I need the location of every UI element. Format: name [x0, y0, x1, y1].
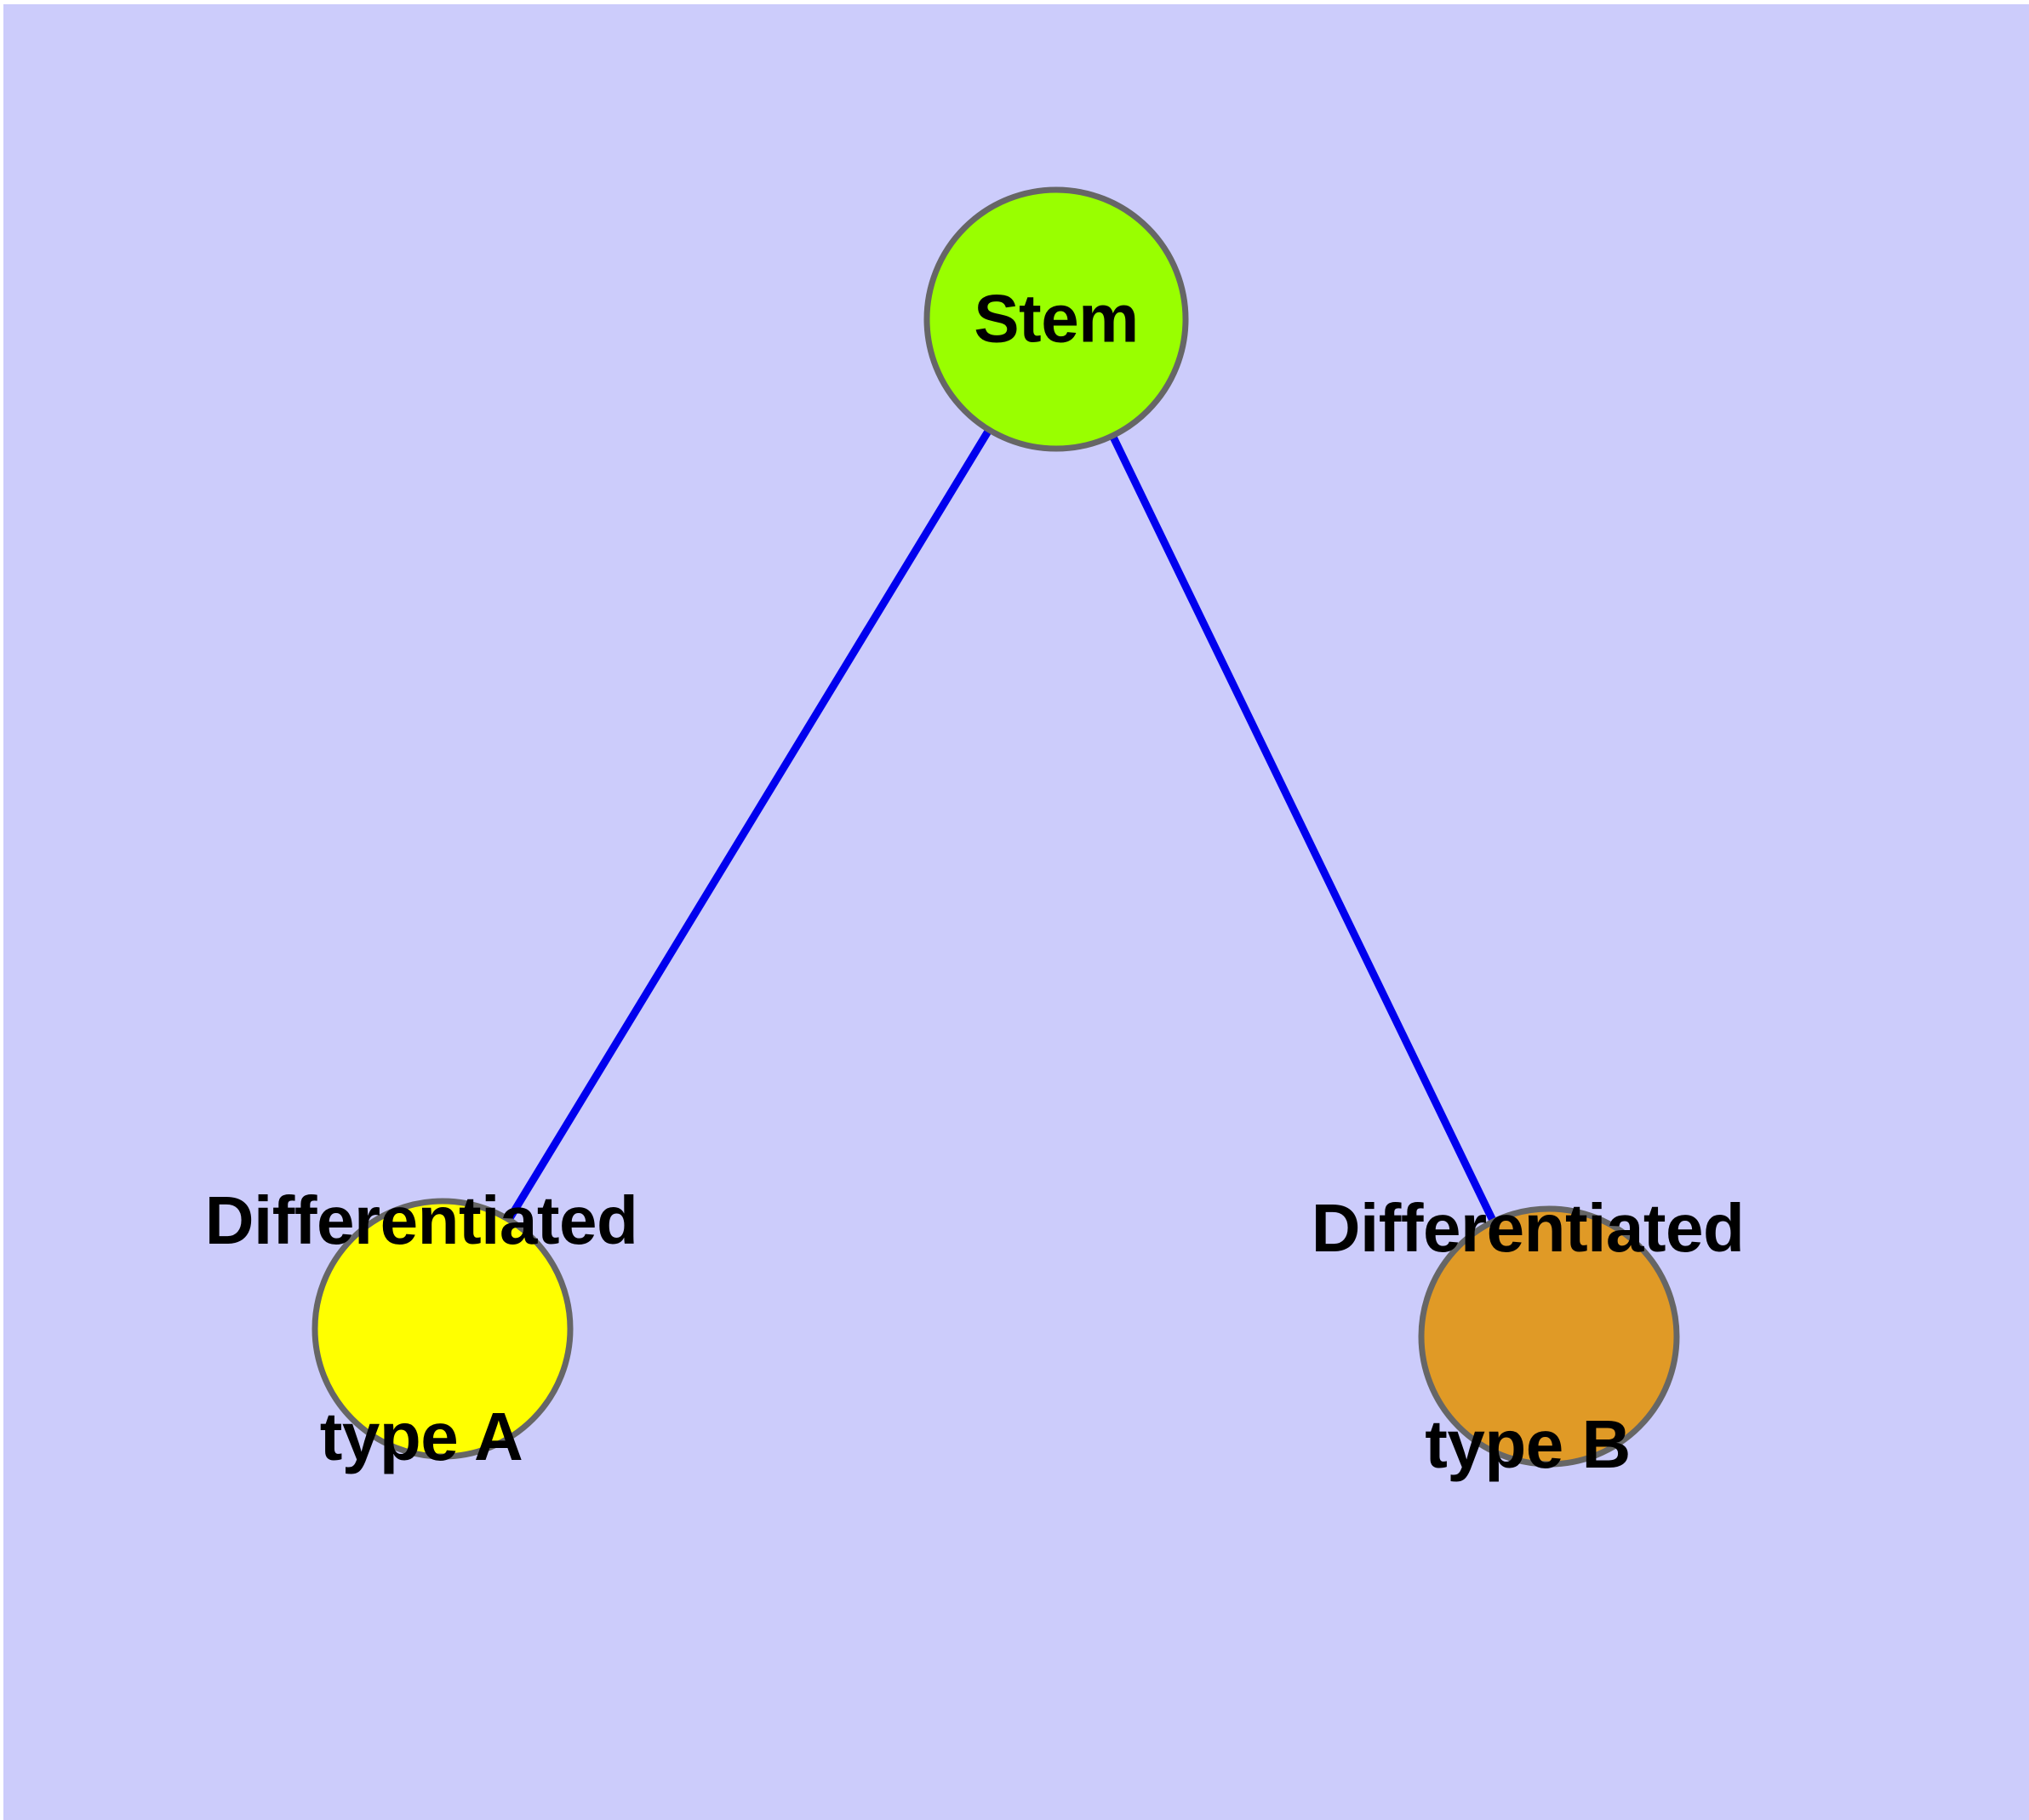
node-stem[interactable]	[923, 186, 1189, 452]
node-differentiated-type-a[interactable]	[311, 1198, 574, 1460]
edge-layer	[439, 317, 1553, 1338]
node-layer	[311, 186, 1680, 1468]
node-differentiated-type-b[interactable]	[1418, 1205, 1680, 1468]
edge-stem-to-differentiated-type-b[interactable]	[1052, 318, 1553, 1338]
edge-stem-to-differentiated-type-a[interactable]	[439, 317, 1060, 1331]
